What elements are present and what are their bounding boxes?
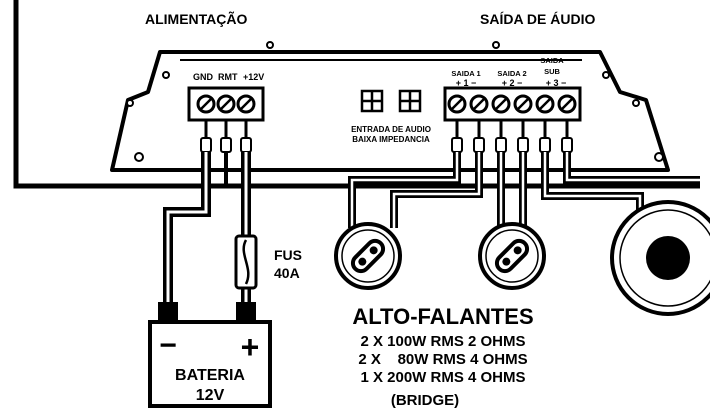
mount-screws xyxy=(126,41,664,162)
power-wire-stubs xyxy=(204,120,248,138)
terminal-label-12v: +12V xyxy=(243,72,264,82)
speaker-2-icon xyxy=(478,222,546,290)
speakers-spec-1: 2 X 100W RMS 2 OHMS xyxy=(360,333,525,350)
output-label-1: SAIDA 1 xyxy=(451,69,480,78)
battery-plus-sign: + xyxy=(241,329,260,365)
rca-input-connectors xyxy=(360,89,422,113)
terminal-label-rmt: RMT xyxy=(218,72,238,82)
fuse-icon xyxy=(234,234,258,290)
speakers-spec-4: (BRIDGE) xyxy=(391,392,459,408)
speakers-title: ALTO-FALANTES xyxy=(352,304,533,329)
fuse-label-line2: 40A xyxy=(274,265,300,281)
battery-label-line1: BATERIA xyxy=(175,367,245,384)
subwoofer-icon xyxy=(610,200,710,316)
speaker-wire-lugs xyxy=(451,137,573,153)
output-pol-3: + 3 − xyxy=(546,78,567,88)
input-label-line1: ENTRADA DE AUDIO xyxy=(351,125,431,134)
output-label-sub-1: SAIDA xyxy=(540,56,564,65)
power-wire-lugs xyxy=(200,137,252,153)
speaker-wire-stubs xyxy=(455,120,569,138)
speaker-terminal-block xyxy=(443,86,582,122)
enclosure-frame xyxy=(13,0,700,189)
battery-label-line2: 12V xyxy=(196,387,225,404)
ground-wire xyxy=(163,152,211,312)
battery-icon xyxy=(148,302,272,408)
audio-out-header: SAÍDA DE ÁUDIO xyxy=(480,11,595,27)
speakers-spec-3: 1 X 200W RMS 4 OHMS xyxy=(360,369,525,386)
output-label-sub-2: SUB xyxy=(544,67,560,76)
speaker-1-icon xyxy=(334,222,402,290)
output-label-2: SAIDA 2 xyxy=(497,69,526,78)
input-label-line2: BAIXA IMPEDANCIA xyxy=(352,135,430,144)
fuse-label-line1: FUS xyxy=(274,247,302,263)
power-terminal-block xyxy=(187,86,265,122)
power-header: ALIMENTAÇÃO xyxy=(145,10,248,27)
output-pol-2: + 2 − xyxy=(502,78,523,88)
speakers-spec-2: 2 X 80W RMS 4 OHMS xyxy=(358,351,527,368)
output-pol-1: + 1 − xyxy=(456,78,477,88)
terminal-label-gnd: GND xyxy=(193,72,214,82)
battery-minus-sign: − xyxy=(159,329,177,362)
